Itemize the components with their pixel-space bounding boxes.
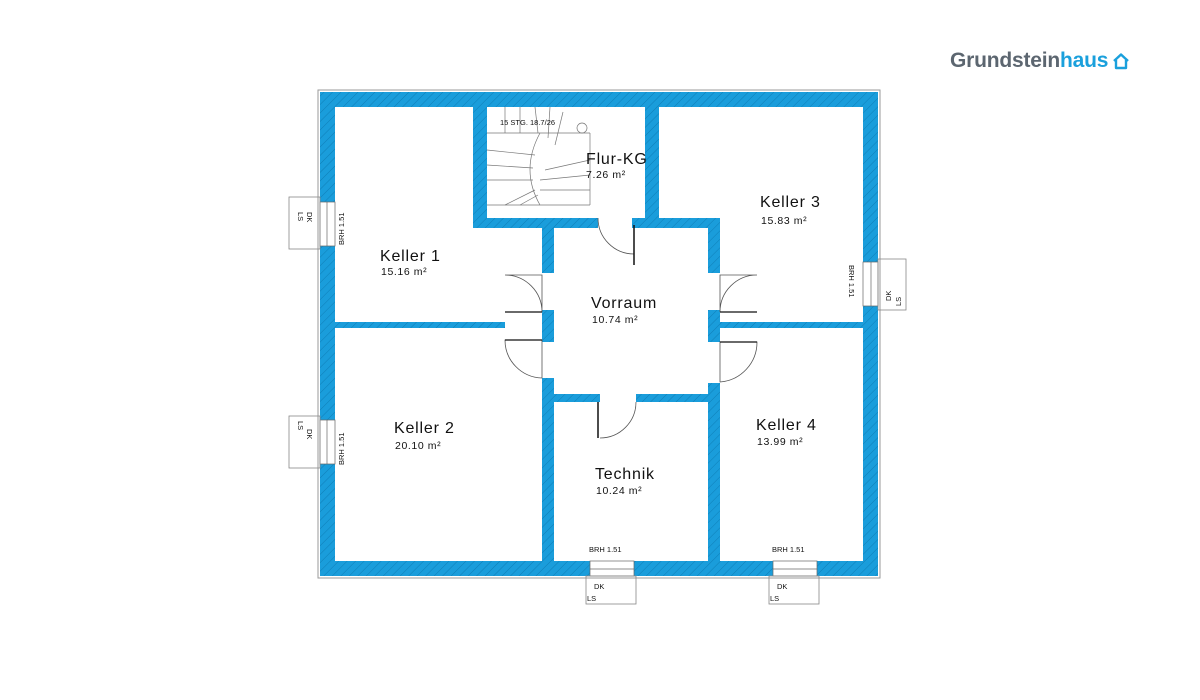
window-keller3-dk: DK (884, 291, 893, 301)
room-name-keller3: Keller 3 (760, 194, 821, 211)
logo-text-part1: Grundstein (950, 49, 1061, 72)
window-keller4-dk: DK (777, 582, 787, 591)
window-technik-ls: LS (587, 594, 596, 603)
room-area-vorraum: 10.74 m² (592, 314, 638, 326)
room-name-keller1: Keller 1 (380, 248, 441, 265)
room-area-technik: 10.24 m² (596, 485, 642, 497)
door-keller3 (719, 274, 758, 313)
door-keller4 (719, 341, 758, 383)
room-labels: Flur-KG 7.26 m² Keller 1 15.16 m² Keller… (380, 151, 821, 497)
room-name-keller2: Keller 2 (394, 420, 455, 437)
window-keller1-dk: DK (305, 212, 314, 222)
staircase: 15 STG. 18.7/26 (486, 106, 645, 218)
room-area-keller2: 20.10 m² (395, 440, 441, 452)
door-keller1 (504, 274, 543, 313)
building-outline (317, 89, 881, 579)
window-technik-dk: DK (594, 582, 604, 591)
window-keller2-dk: DK (305, 429, 314, 439)
door-technik (599, 401, 637, 439)
window-keller3-brh: BRH 1.51 (847, 265, 856, 298)
room-name-technik: Technik (595, 466, 655, 483)
window-keller3-ls: LS (894, 297, 903, 306)
window-keller3: DK LS BRH 1.51 (847, 258, 907, 311)
window-keller4-brh: BRH 1.51 (772, 545, 805, 554)
window-keller2: LS DK BRH 1.51 (288, 415, 346, 469)
room-name-vorraum: Vorraum (591, 295, 657, 312)
room-name-flur-kg: Flur-KG (586, 151, 648, 168)
window-keller2-brh: BRH 1.51 (337, 432, 346, 465)
window-technik: BRH 1.51 DK LS (585, 545, 637, 605)
interior-walls (335, 107, 863, 563)
doors (504, 217, 758, 439)
window-keller2-ls: LS (296, 421, 305, 430)
room-area-keller4: 13.99 m² (757, 436, 803, 448)
house-outline-icon (1113, 53, 1130, 70)
stair-label: 15 STG. 18.7/26 (500, 118, 555, 127)
door-flur (597, 217, 635, 255)
logo-text-part2: haus (1060, 49, 1109, 72)
room-name-keller4: Keller 4 (756, 417, 817, 434)
door-keller2 (504, 339, 543, 379)
window-keller1-ls: LS (296, 212, 305, 221)
window-technik-brh: BRH 1.51 (589, 545, 622, 554)
window-keller4: BRH 1.51 DK LS (768, 545, 820, 605)
room-area-keller3: 15.83 m² (761, 215, 807, 227)
window-keller4-ls: LS (770, 594, 779, 603)
window-keller1-brh: BRH 1.51 (337, 212, 346, 245)
room-area-flur-kg: 7.26 m² (586, 169, 626, 181)
window-keller1: LS DK BRH 1.51 (288, 196, 346, 250)
room-area-keller1: 15.16 m² (381, 266, 427, 278)
